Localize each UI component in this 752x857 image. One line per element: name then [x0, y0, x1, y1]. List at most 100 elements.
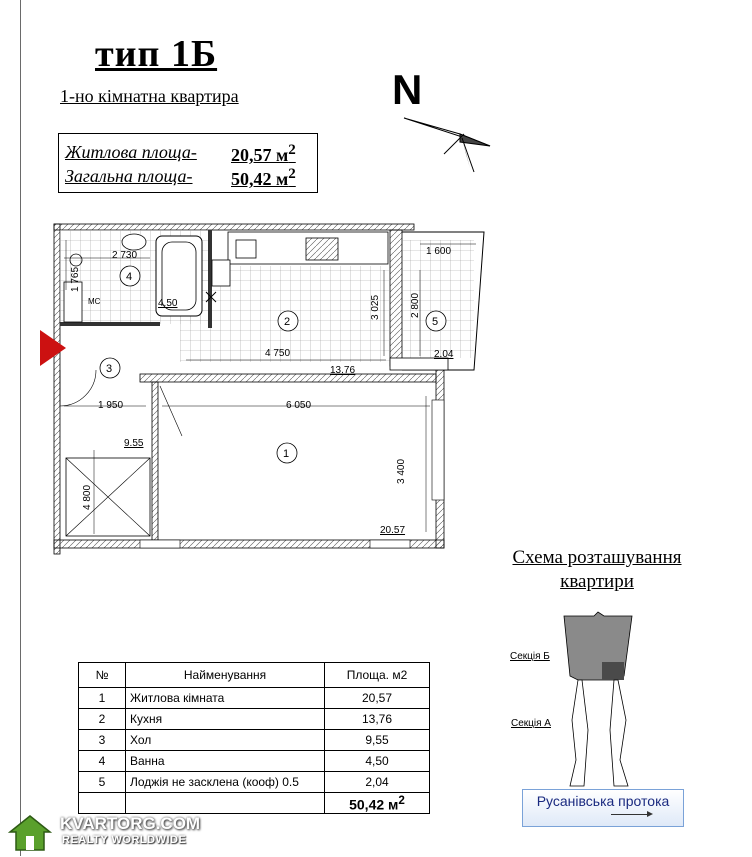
house-logo-icon — [7, 815, 53, 851]
table-row: 4 Ванна 4,50 — [78, 750, 430, 772]
rooms-table: № Найменування Площа. м2 1 Житлова кімна… — [78, 662, 430, 814]
apartment-highlight — [602, 662, 624, 680]
table-total-unit-sup: 2 — [398, 793, 405, 807]
row-number: 3 — [78, 729, 126, 751]
table-total-row: 50,42 м2 — [78, 792, 430, 814]
section-a-label: Секція А — [511, 718, 551, 729]
location-scheme-title: Схема розташування квартири — [497, 546, 697, 594]
room-number: 4 — [126, 271, 132, 283]
col-name-header: Найменування — [125, 662, 325, 688]
room-area-5: 2.04 — [434, 349, 454, 360]
room-number: 3 — [106, 363, 112, 375]
dim-living-depth: 3 400 — [396, 459, 407, 484]
north-label: N — [392, 66, 423, 113]
living-window — [431, 399, 445, 501]
living-area-unit-sup: 2 — [288, 142, 296, 158]
bathtub-inner — [161, 241, 197, 311]
total-row-empty — [125, 792, 325, 814]
west-wall — [53, 223, 61, 555]
room-marker-5: 5 — [425, 310, 447, 332]
dim-kitchen-depth: 3 025 — [370, 295, 381, 320]
room-area-2: 13.76 — [330, 365, 355, 376]
fixture-label: МС — [88, 297, 101, 306]
living-area-value: 20,57 м2 — [231, 142, 296, 166]
row-area: 20,57 — [324, 687, 430, 709]
total-area-unit-sup: 2 — [288, 166, 296, 182]
row-name: Лоджія не засклена (кооф) 0.5 — [125, 771, 325, 793]
apartment-type-subtitle: 1-но кімнатна квартира — [60, 86, 239, 106]
room-marker-1: 1 — [276, 442, 298, 464]
compass-arrow-icon — [403, 117, 491, 173]
dim-kitchen-width: 4 750 — [265, 348, 290, 359]
row-name: Кухня — [125, 708, 325, 730]
table-total-value: 50,42 м — [349, 796, 399, 813]
scheme-title-line1: Схема розташування — [512, 547, 682, 568]
loggia-wall — [389, 229, 403, 367]
row-area: 4,50 — [324, 750, 430, 772]
room-marker-4: 4 — [119, 265, 141, 287]
dim-loggia-depth: 2 800 — [410, 293, 421, 318]
building-scheme — [563, 611, 633, 787]
kitchen-sink — [235, 239, 257, 259]
table-row: 1 Житлова кімната 20,57 — [78, 687, 430, 709]
south-window-2 — [369, 539, 411, 549]
room-number: 1 — [283, 448, 289, 460]
kitchen-stove — [305, 237, 339, 261]
hall-wardrobe — [65, 457, 151, 537]
dim-hall-depth: 4 800 — [82, 485, 93, 510]
room-area-1: 20.57 — [380, 525, 405, 536]
row-number: 5 — [78, 771, 126, 793]
entrance-door — [59, 369, 97, 407]
row-number: 2 — [78, 708, 126, 730]
south-window-1 — [139, 539, 181, 549]
scheme-title-line2: квартири — [560, 571, 634, 592]
north-wall — [53, 223, 415, 231]
living-area-number: 20,57 м — [231, 145, 289, 165]
table-header-row: № Найменування Площа. м2 — [78, 662, 430, 688]
area-summary-box: Житлова площа- 20,57 м2 Загальна площа- … — [58, 133, 318, 193]
section-a-right — [609, 679, 629, 787]
row-number: 1 — [78, 687, 126, 709]
row-area: 9,55 — [324, 729, 430, 751]
watermark-brand: KVARTORG.COM — [60, 814, 201, 833]
room-number: 5 — [432, 316, 438, 328]
bathroom-sink — [121, 233, 147, 251]
total-area-row: Загальна площа- 50,42 м2 — [65, 166, 296, 189]
dim-hall-width: 1 950 — [98, 400, 123, 411]
hall-partition — [151, 381, 159, 541]
total-area-value: 50,42 м2 — [231, 166, 296, 190]
loggia-floor — [402, 240, 474, 358]
washer-icon — [69, 253, 83, 267]
table-total: 50,42 м2 — [324, 792, 430, 814]
row-number: 4 — [78, 750, 126, 772]
dim-bath-width: 2 730 — [112, 250, 137, 261]
row-area: 2,04 — [324, 771, 430, 793]
floor-plan: МС 2 730 1 765 4 750 3 025 1 600 2 800 1… — [40, 223, 485, 555]
bathroom-partition-south — [60, 322, 160, 326]
row-name: Житлова кімната — [125, 687, 325, 709]
dim-bath-depth: 1 765 — [70, 267, 81, 292]
watermark: KVARTORG.COM REALTY WORLDWIDE — [6, 812, 200, 852]
table-row: 3 Хол 9,55 — [78, 729, 430, 751]
row-area: 13,76 — [324, 708, 430, 730]
room-marker-2: 2 — [277, 310, 299, 332]
table-row: 5 Лоджія не засклена (кооф) 0.5 2,04 — [78, 771, 430, 793]
col-area-header: Площа. м2 — [324, 662, 430, 688]
bathroom-partition — [208, 230, 212, 328]
rusanivska-protoka-button[interactable]: Русанівська протока — [522, 789, 684, 827]
total-area-number: 50,42 м — [231, 169, 289, 189]
col-number-header: № — [78, 662, 126, 688]
page-left-rule — [20, 0, 21, 856]
entrance-marker-icon — [40, 330, 66, 366]
kitchen-fridge — [211, 259, 231, 287]
room-area-3: 9.55 — [124, 438, 144, 449]
living-room-partition — [139, 373, 437, 383]
room-area-4: 4.50 — [158, 298, 178, 309]
section-b-label: Секція Б — [510, 651, 550, 662]
room-number: 2 — [284, 316, 290, 328]
plan-type-title: тип 1Б — [95, 33, 218, 75]
living-area-row: Житлова площа- 20,57 м2 — [65, 142, 296, 165]
living-area-label: Житлова площа- — [65, 142, 197, 162]
watermark-tagline: REALTY WORLDWIDE — [62, 834, 187, 846]
dim-loggia-width: 1 600 — [426, 246, 451, 257]
